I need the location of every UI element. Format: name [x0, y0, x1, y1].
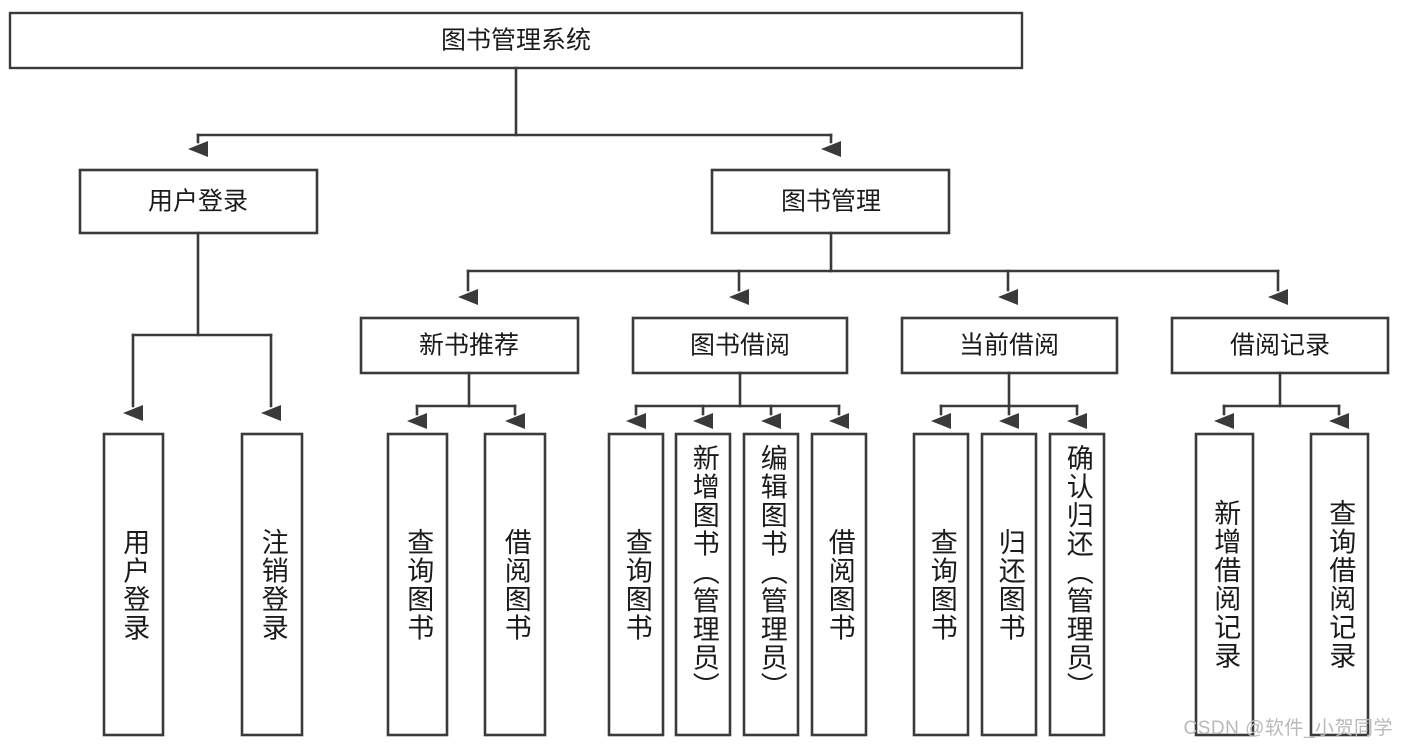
node-book-borrow-box[interactable]: [631, 316, 849, 375]
node-book-management-box[interactable]: [710, 168, 951, 235]
leaf-user-login-box[interactable]: [102, 432, 165, 737]
leaf-add-book-admin-box[interactable]: [674, 432, 732, 737]
leaf-borrow-book-box[interactable]: [810, 432, 868, 737]
leaf-logout-box[interactable]: [240, 432, 304, 737]
leaf-return-book-box[interactable]: [980, 432, 1038, 737]
leaf-confirm-return-admin-box[interactable]: [1048, 432, 1106, 737]
node-new-book-recommend-box[interactable]: [359, 316, 580, 375]
node-book-management-label: 图书管理: [781, 188, 881, 216]
node-current-borrow-box[interactable]: [900, 316, 1119, 375]
csdn-watermark: CSDN @软件_小贺同学: [1183, 718, 1393, 739]
leaf-query-book-new-box[interactable]: [386, 432, 449, 737]
leaf-borrow-book-new-box[interactable]: [483, 432, 547, 737]
node-root-box[interactable]: [8, 11, 1024, 70]
node-current-borrow-label: 当前借阅: [959, 332, 1059, 360]
node-borrow-record-box[interactable]: [1170, 316, 1390, 375]
node-new-book-recommend-label: 新书推荐: [419, 332, 519, 360]
leaf-edit-book-admin-box[interactable]: [742, 432, 800, 737]
node-book-borrow-label: 图书借阅: [690, 332, 790, 360]
node-borrow-record-label: 借阅记录: [1230, 332, 1330, 360]
leaf-query-book-borrow-box[interactable]: [607, 432, 665, 737]
leaf-query-book-current-box[interactable]: [912, 432, 970, 737]
leaf-add-borrow-record-box[interactable]: [1194, 432, 1255, 737]
leaf-query-borrow-record-box[interactable]: [1309, 432, 1370, 737]
node-root-label: 图书管理系统: [441, 27, 591, 55]
node-user-login-label: 用户登录: [148, 188, 248, 216]
